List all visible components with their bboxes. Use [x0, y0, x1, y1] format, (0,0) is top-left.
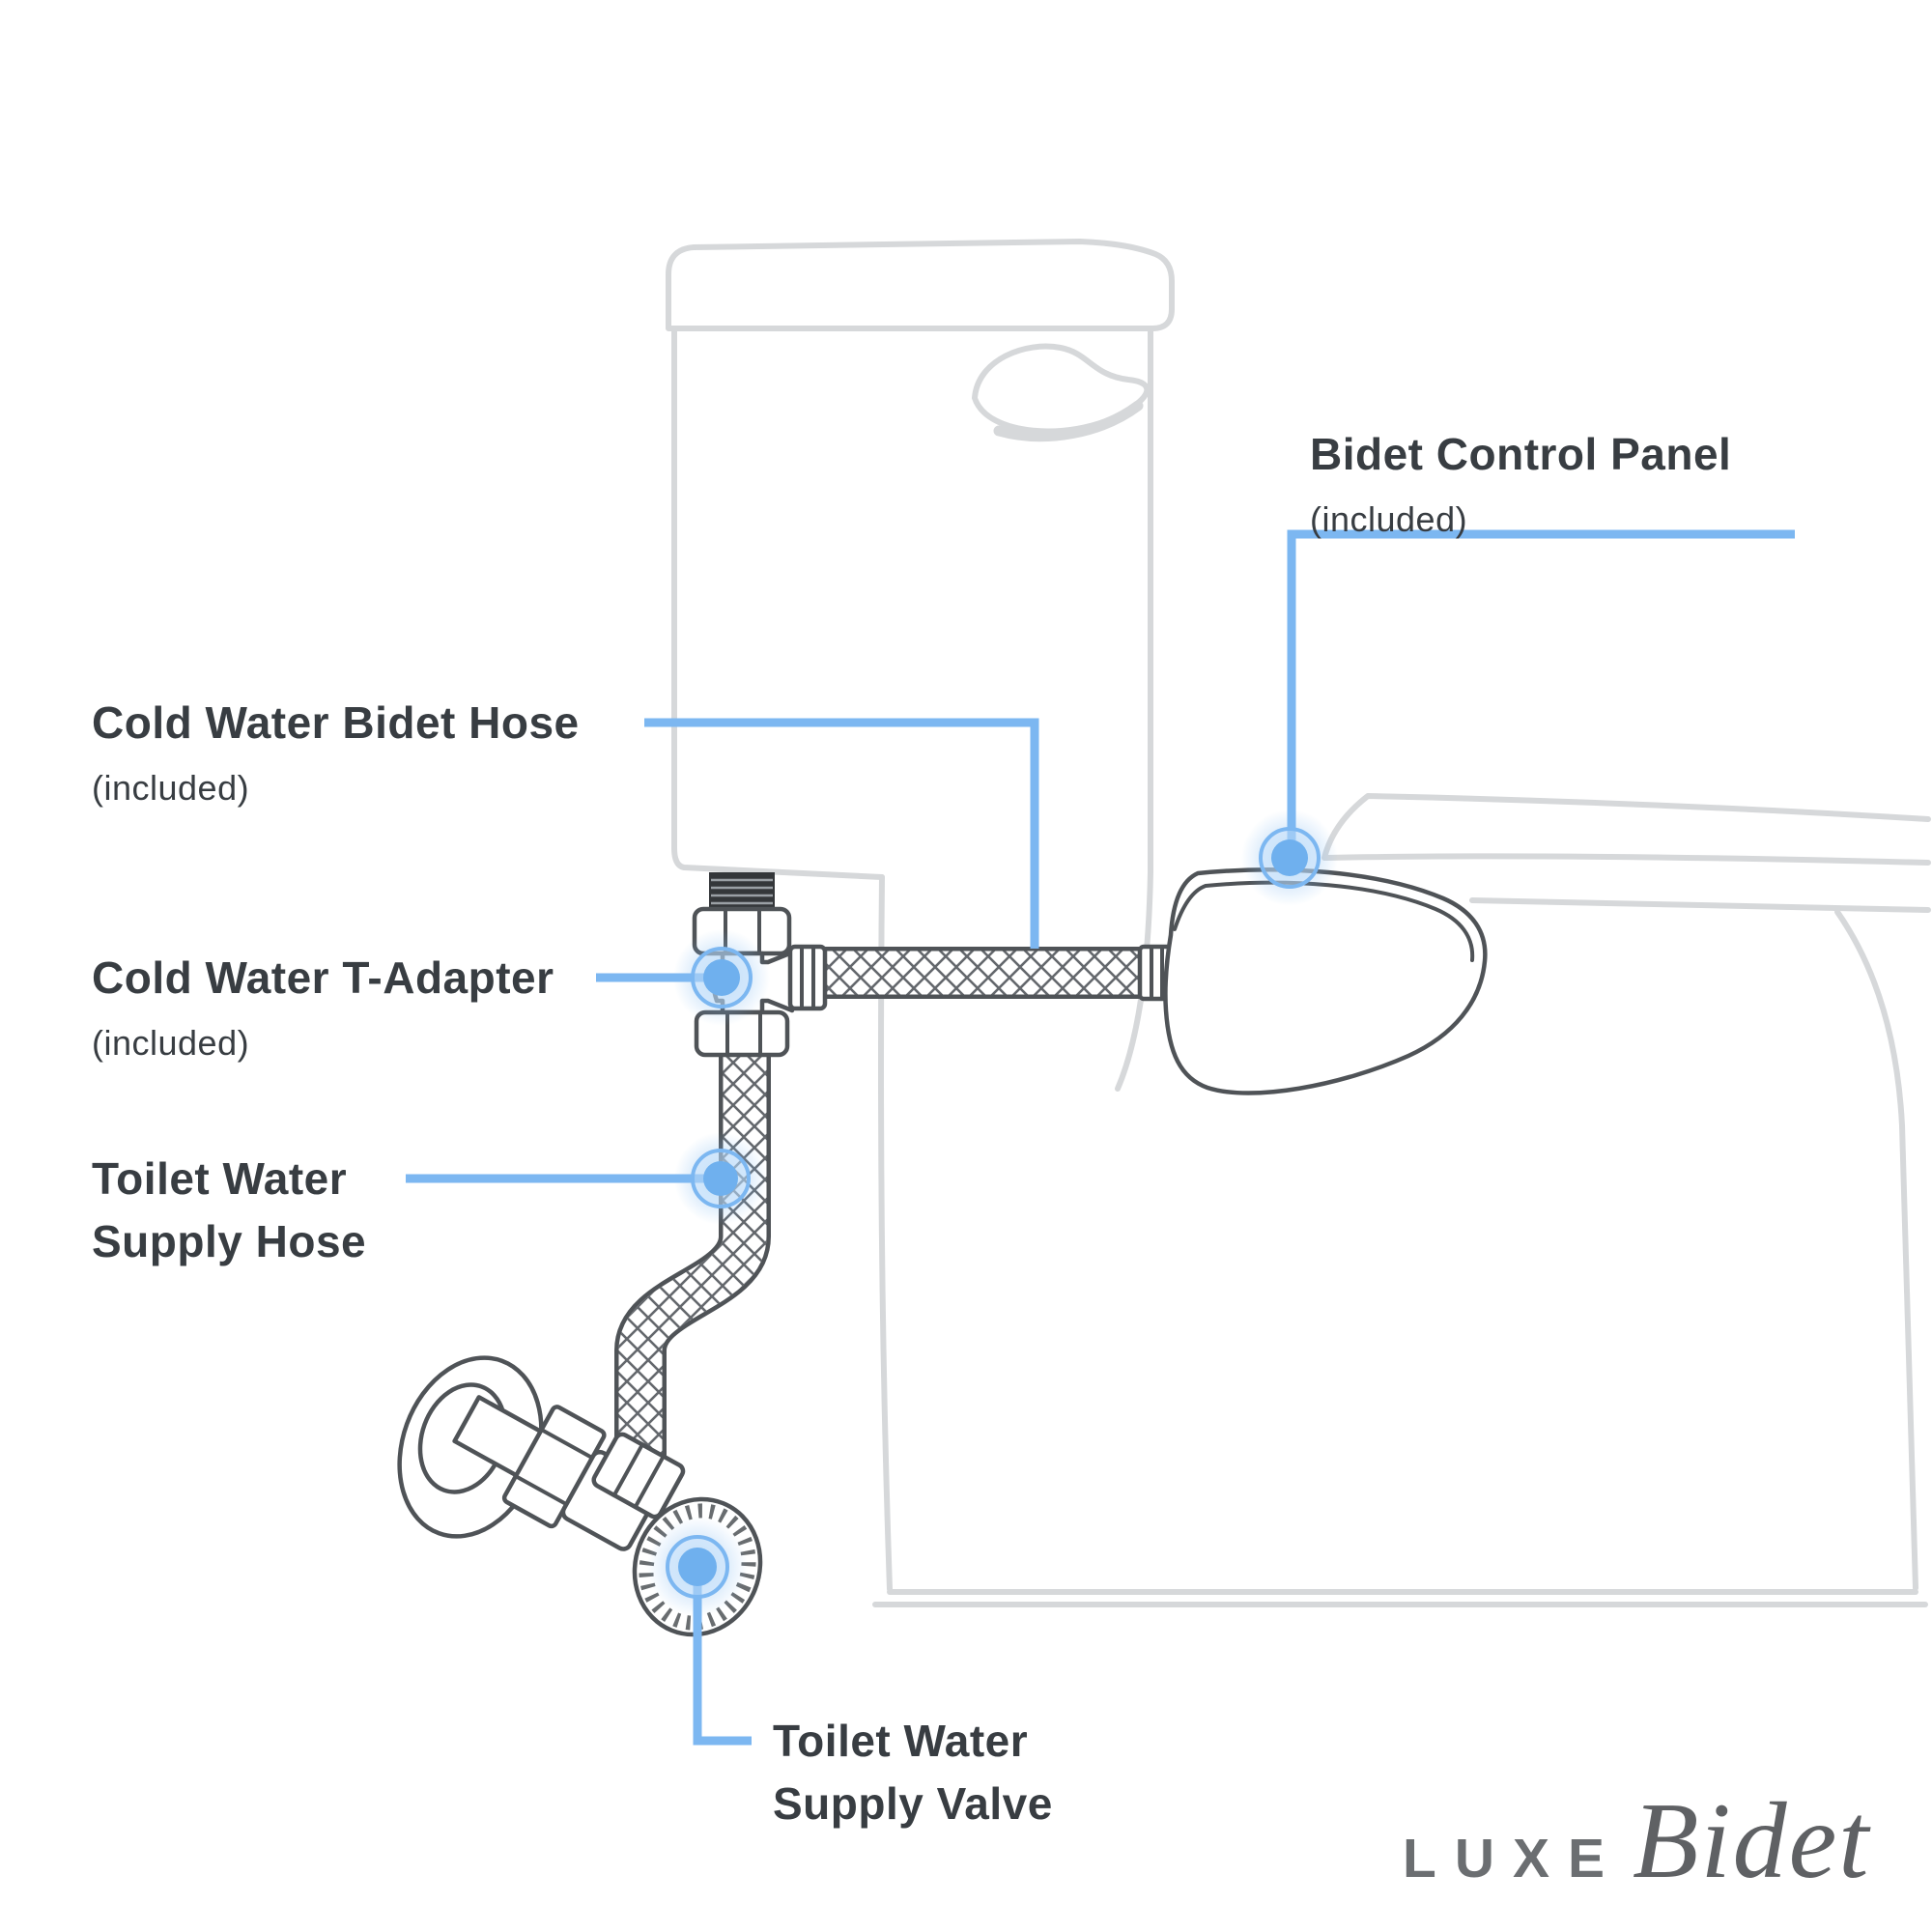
bidet-control-panel: [1137, 867, 1488, 1095]
bowl-rear-edge: [1834, 909, 1918, 1591]
callout-toilet-water-supply-hose: Toilet Water Supply Hose: [92, 1148, 366, 1274]
flush-lever-shadow: [993, 400, 1144, 442]
callout-bidet-control-panel: Bidet Control Panel (included): [1310, 423, 1731, 540]
callout-subtitle: (included): [92, 768, 250, 809]
bowl-rim-line: [1469, 897, 1931, 913]
tank-inlet-threads: [709, 872, 775, 911]
leader-bidet-control-panel: [1287, 529, 1795, 840]
logo-brand-text: LUXE: [1403, 1828, 1624, 1889]
luxe-bidet-logo: LUXE Bidet: [1403, 1779, 1870, 1904]
seat-top: [1321, 793, 1931, 861]
t-adapter-side-nut: [787, 944, 828, 1011]
callout-cold-water-bidet-hose: Cold Water Bidet Hose (included): [92, 692, 580, 809]
leader-cold-water-bidet-hose: [644, 718, 1039, 949]
callout-title-line1: Toilet Water: [773, 1716, 1029, 1766]
tank-body: [671, 326, 885, 880]
panel-top-bevel: [1173, 880, 1475, 962]
callout-title: Cold Water Bidet Hose: [92, 697, 580, 748]
callout-subtitle: (included): [92, 1023, 250, 1064]
callout-title-line1: Toilet Water: [92, 1153, 348, 1204]
callout-subtitle: (included): [1310, 499, 1468, 540]
callout-lines: [406, 529, 1795, 1746]
valve-hose-nut: [591, 1432, 686, 1520]
callout-title-line2: Supply Valve: [773, 1778, 1053, 1830]
callout-title: Bidet Control Panel: [1310, 429, 1732, 479]
toilet-water-supply-hose: [614, 1045, 771, 1470]
tank-lid: [666, 239, 1175, 331]
seat-bottom: [1323, 853, 1931, 866]
panel-body: [1163, 867, 1488, 1095]
callout-cold-water-t-adapter: Cold Water T-Adapter (included): [92, 947, 554, 1064]
cold-water-t-adapter-connection: [673, 929, 770, 1026]
bidet-control-panel-connection: [1241, 810, 1338, 906]
callout-title-line2: Supply Hose: [92, 1216, 367, 1267]
leader-toilet-water-supply-valve: [693, 1584, 752, 1746]
toilet-water-supply-hose-connection: [674, 1132, 767, 1225]
callout-toilet-water-supply-valve: Toilet Water Supply Valve: [773, 1710, 1053, 1836]
logo-script-text: Bidet: [1633, 1781, 1871, 1901]
callout-title: Cold Water T-Adapter: [92, 952, 554, 1003]
toilet-water-supply-valve-connection: [647, 1517, 748, 1617]
connection-markers: [647, 810, 1338, 1617]
